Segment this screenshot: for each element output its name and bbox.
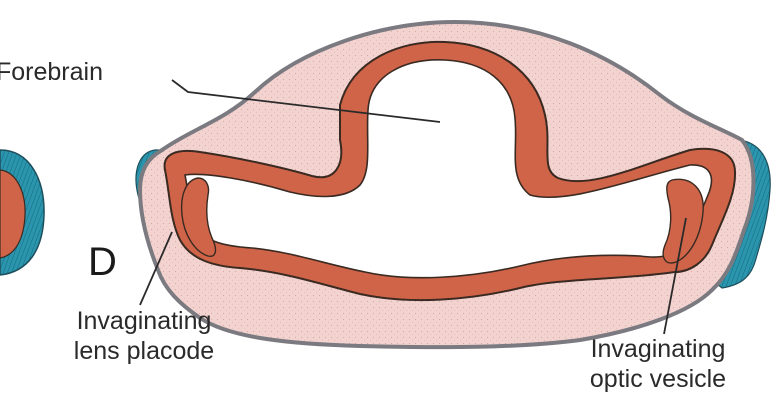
panel-letter-label: D [88,240,117,285]
previous-stage-fragment [0,150,44,275]
lens-placode-label-line2: lens placode [22,336,266,366]
optic-vesicle-label-line1: Invaginating [536,334,777,364]
optic-vesicle-label-line2: optic vesicle [536,364,777,394]
lens-placode-label-line1: Invaginating [22,306,266,336]
lens-placode-label: Invaginating lens placode [22,306,266,366]
optic-vesicle-label: Invaginating optic vesicle [536,334,777,394]
forebrain-label: Forebrain [0,58,103,87]
